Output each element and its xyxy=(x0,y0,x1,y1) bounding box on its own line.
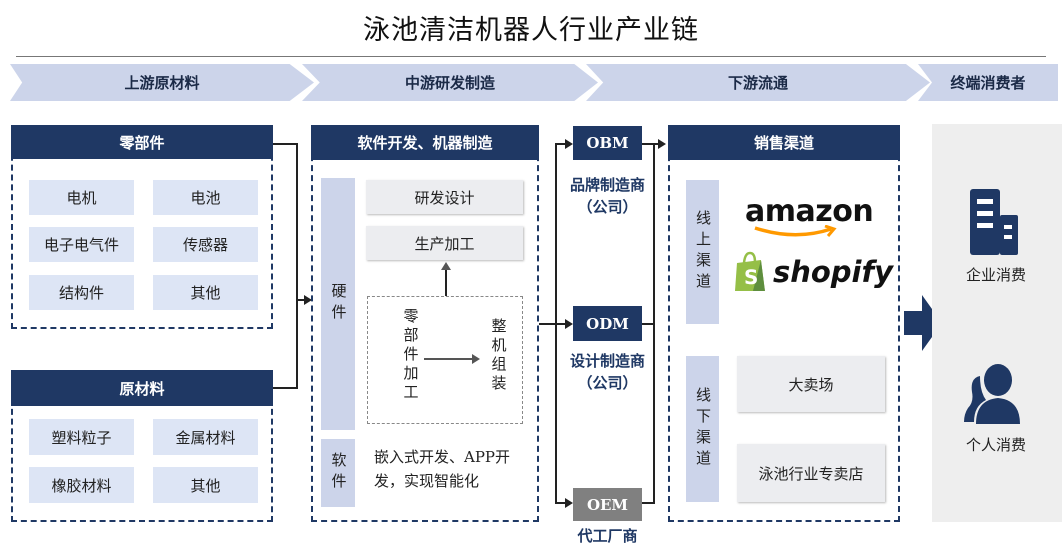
connector-upstream-out xyxy=(296,299,306,301)
connector-upstream-v xyxy=(296,143,298,389)
raw-item-other: 其他 xyxy=(153,467,258,503)
midstream-header: 软件开发、机器制造 xyxy=(311,125,539,160)
connector-to-obm xyxy=(555,143,567,145)
oem-label: 代工厂商 xyxy=(577,527,638,545)
arrowhead-oem xyxy=(565,498,573,508)
hardware-label: 硬件 xyxy=(321,178,355,430)
parts-item-sensor: 传感器 xyxy=(153,227,258,262)
connector-oem-out xyxy=(642,502,654,504)
arrowhead-obm xyxy=(565,139,573,149)
production-box: 生产加工 xyxy=(366,226,523,260)
parts-header: 零部件 xyxy=(11,125,273,159)
page-title: 泳池清洁机器人行业产业链 xyxy=(363,15,699,46)
oem-box: OEM xyxy=(573,488,642,521)
arrowhead-odm xyxy=(565,319,573,329)
connector-to-oem xyxy=(555,502,567,504)
parts-processing-label: 零部件加工 xyxy=(401,308,420,403)
stage-consumer: 终端消费者 xyxy=(918,64,1058,101)
parts-item-battery: 电池 xyxy=(153,180,258,215)
amazon-logo: amazon xyxy=(745,195,874,241)
stage-midstream: 中游研发制造 xyxy=(302,64,598,101)
arrowhead-upstream xyxy=(304,295,312,305)
connector-mid-h xyxy=(539,323,556,325)
obm-box: OBM xyxy=(573,126,642,160)
odm-label: 设计制造商（公司） xyxy=(569,352,645,392)
process-group xyxy=(367,296,523,424)
connector-channels-in xyxy=(653,143,661,145)
parts-item-motor: 电机 xyxy=(29,180,134,215)
connector-raw-h xyxy=(273,387,297,389)
consumer-personal-label: 个人消费 xyxy=(965,436,1026,454)
arrowhead-assembly xyxy=(472,354,480,364)
rd-box: 研发设计 xyxy=(366,180,523,214)
amazon-smile-icon xyxy=(754,225,837,237)
assembly-label: 整机组装 xyxy=(489,318,508,394)
arrowhead-production xyxy=(441,262,451,270)
assembly-arrow-line xyxy=(424,358,474,360)
connector-mfg-v xyxy=(653,143,655,504)
stage-downstream: 下游流通 xyxy=(586,64,930,101)
consumers-panel xyxy=(932,124,1062,522)
shopify-logo: S shopify xyxy=(733,248,893,296)
title-divider xyxy=(16,56,1046,57)
consumer-enterprise-label: 企业消费 xyxy=(965,266,1026,284)
parts-item-other: 其他 xyxy=(153,275,258,310)
stage-upstream: 上游原材料 xyxy=(10,64,314,101)
online-label: 线上渠道 xyxy=(686,180,719,324)
connector-parts-h xyxy=(273,143,297,145)
production-up-line xyxy=(445,268,447,296)
arrow-right-icon xyxy=(904,295,942,351)
raw-header: 原材料 xyxy=(11,370,273,406)
raw-item-metal: 金属材料 xyxy=(153,419,258,455)
parts-item-structural: 结构件 xyxy=(29,275,134,310)
stage-midstream-label: 中游研发制造 xyxy=(404,74,495,92)
stage-upstream-label: 上游原材料 xyxy=(124,74,200,92)
building-icon xyxy=(970,189,1018,255)
software-label: 软件 xyxy=(321,439,355,507)
offline-item-hypermarket: 大卖场 xyxy=(737,356,885,412)
raw-item-rubber: 橡胶材料 xyxy=(29,467,134,503)
offline-label: 线下渠道 xyxy=(686,356,719,502)
parts-item-electrical: 电子电气件 xyxy=(29,227,134,262)
obm-label: 品牌制造商（公司） xyxy=(569,176,645,216)
stage-downstream-label: 下游流通 xyxy=(727,74,788,92)
connector-obm-out xyxy=(642,143,654,145)
person-icon xyxy=(964,364,1020,424)
offline-item-pool-store: 泳池行业专卖店 xyxy=(737,444,885,502)
stage-consumer-label: 终端消费者 xyxy=(950,74,1026,92)
connector-odm-out xyxy=(642,323,654,325)
connector-to-odm xyxy=(555,323,567,325)
arrowhead-channels xyxy=(658,139,666,149)
shopify-bag-icon: S xyxy=(734,251,765,291)
odm-box: ODM xyxy=(573,306,642,341)
raw-item-plastic: 塑料粒子 xyxy=(29,419,134,455)
software-desc: 嵌入式开发、APP开发，实现智能化 xyxy=(374,448,511,490)
svg-text:S: S xyxy=(744,265,758,289)
channels-header: 销售渠道 xyxy=(668,125,900,160)
